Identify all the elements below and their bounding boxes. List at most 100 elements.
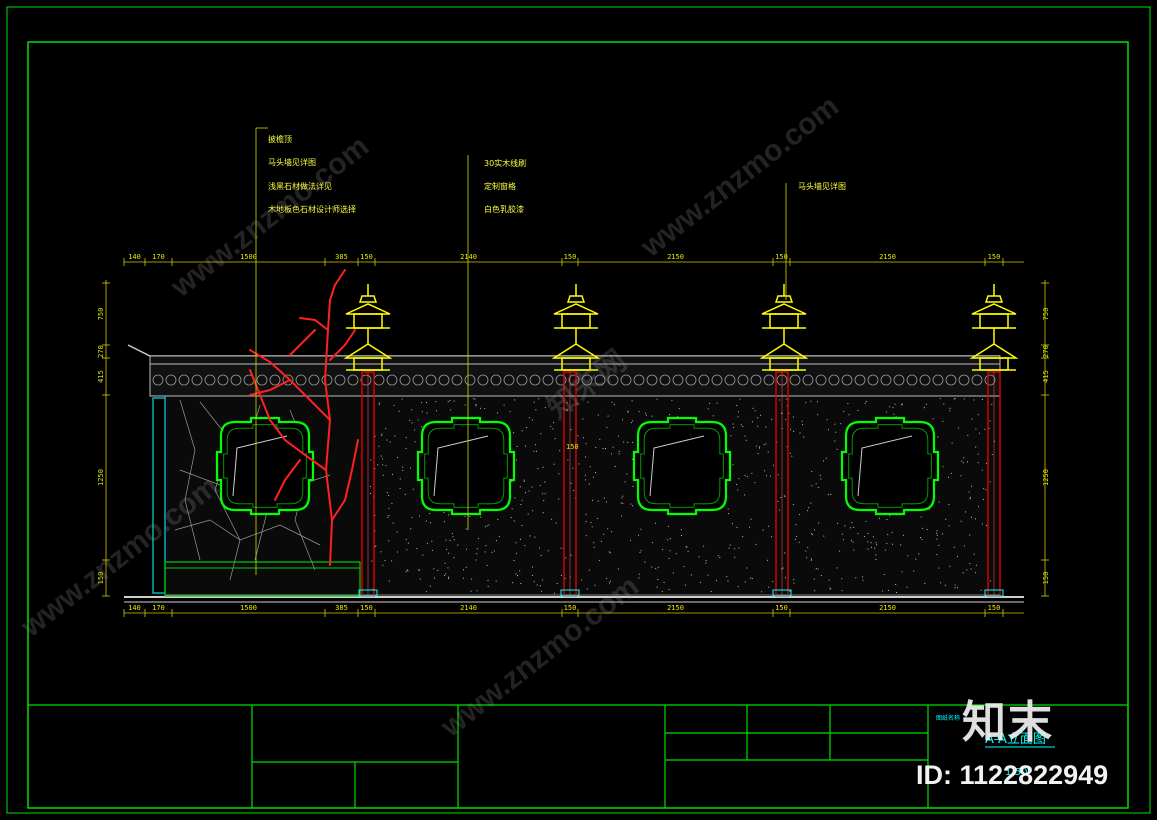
stipple-dot <box>464 404 466 406</box>
stipple-dot <box>553 463 555 465</box>
dim-bottom-label: 2150 <box>667 604 684 612</box>
stipple-dot <box>630 539 631 541</box>
pagoda-cap <box>343 284 393 371</box>
stipple-dot <box>529 535 531 537</box>
stipple-dot <box>405 571 407 573</box>
stipple-dot <box>388 515 390 517</box>
stipple-dot <box>982 499 984 500</box>
stipple-dot <box>830 588 832 590</box>
stipple-dot <box>617 568 619 570</box>
stipple-dot <box>802 424 804 426</box>
frieze-motif <box>165 374 177 386</box>
stipple-dot <box>465 528 467 530</box>
stipple-dot <box>444 521 446 523</box>
stipple-dot <box>677 416 679 418</box>
stipple-dot <box>784 552 786 554</box>
stipple-dot <box>805 550 807 552</box>
stipple-dot <box>783 495 785 497</box>
frieze-motif <box>841 374 853 386</box>
stipple-dot <box>523 480 525 482</box>
stipple-dot <box>780 412 782 414</box>
stipple-dot <box>967 461 968 463</box>
stipple-dot <box>388 540 390 542</box>
stipple-dot <box>453 557 455 559</box>
stipple-dot <box>969 534 971 536</box>
stipple-dot <box>705 560 707 561</box>
stipple-dot <box>570 482 572 484</box>
stipple-dot <box>516 552 518 554</box>
stipple-dot <box>374 435 376 437</box>
quatrefoil-window <box>632 416 732 516</box>
stipple-dot <box>828 579 830 581</box>
stipple-dot <box>817 486 819 488</box>
stipple-dot <box>612 446 614 448</box>
inner-border <box>27 41 1129 809</box>
stipple-dot <box>757 417 759 419</box>
stipple-dot <box>585 535 587 537</box>
stipple-dot <box>991 403 993 405</box>
stipple-dot <box>876 544 878 546</box>
stipple-dot <box>405 437 407 439</box>
stipple-dot <box>687 550 689 552</box>
stipple-dot <box>584 474 586 476</box>
frieze-motif <box>854 374 866 386</box>
stipple-dot <box>544 407 546 409</box>
stipple-dot <box>867 541 869 543</box>
stipple-dot <box>381 433 383 435</box>
stipple-dot <box>608 551 610 553</box>
stipple-dot <box>742 536 744 538</box>
stipple-dot <box>525 492 526 494</box>
stipple-dot <box>924 582 926 584</box>
stipple-dot <box>378 402 380 404</box>
stipple-dot <box>465 566 467 568</box>
stipple-dot <box>925 403 927 405</box>
dim-top-label: 2140 <box>460 253 477 261</box>
stipple-dot <box>511 481 513 482</box>
stipple-dot <box>727 580 729 582</box>
stipple-dot <box>493 550 495 552</box>
stipple-dot <box>429 522 431 524</box>
stipple-dot <box>528 417 530 419</box>
stipple-dot <box>751 472 753 474</box>
stipple-dot <box>953 546 955 548</box>
stipple-dot <box>811 558 812 560</box>
stipple-dot <box>766 475 767 477</box>
stipple-dot <box>457 544 459 546</box>
stipple-dot <box>411 422 413 424</box>
stipple-dot <box>558 473 560 475</box>
stipple-dot <box>556 583 558 584</box>
stipple-dot <box>839 550 841 552</box>
stipple-dot <box>709 402 711 404</box>
note-middle-3: 白色乳胶漆 <box>484 204 524 214</box>
dim-left-label: 150 <box>97 572 105 585</box>
frieze-motif <box>763 374 775 386</box>
frieze-motif <box>932 374 944 386</box>
stipple-dot <box>921 538 923 540</box>
stipple-dot <box>745 439 747 441</box>
stipple-dot <box>759 447 760 449</box>
stipple-dot <box>975 572 977 574</box>
stipple-dot <box>853 526 855 528</box>
frieze-motif <box>464 374 476 386</box>
stipple-dot <box>411 516 413 518</box>
stipple-dot <box>806 557 808 559</box>
stipple-dot <box>875 559 877 560</box>
stipple-dot <box>961 460 963 462</box>
stipple-dot <box>729 544 731 546</box>
stipple-dot <box>598 559 600 561</box>
stipple-dot <box>375 545 377 547</box>
stipple-dot <box>939 398 941 400</box>
frieze-motif <box>906 374 918 386</box>
stipple-dot <box>514 497 516 499</box>
stipple-dot <box>470 590 472 592</box>
stipple-dot <box>593 542 595 544</box>
dimension-lines <box>105 261 1046 614</box>
stipple-dot <box>385 428 387 430</box>
stipple-dot <box>542 579 544 581</box>
stipple-dot <box>386 492 388 493</box>
stipple-dot <box>477 538 479 540</box>
stipple-dot <box>826 419 828 421</box>
stipple-dot <box>834 440 836 442</box>
